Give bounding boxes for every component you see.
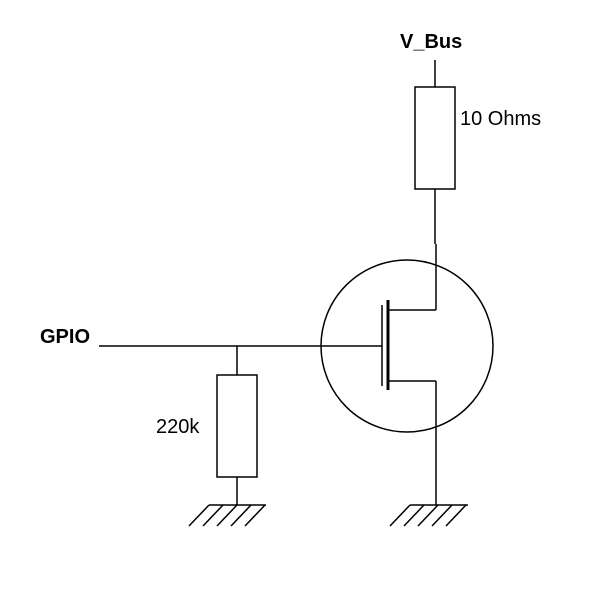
gpio-label: GPIO <box>40 326 90 348</box>
pulldown-resistor-label: 220k <box>156 416 200 438</box>
load-resistor <box>414 86 456 190</box>
vbus-label: V_Bus <box>400 31 462 53</box>
ground-symbol-left <box>188 504 266 527</box>
ground-symbol-right <box>389 504 468 527</box>
pulldown-resistor <box>216 374 258 478</box>
load-resistor-label: 10 Ohms <box>460 108 541 130</box>
